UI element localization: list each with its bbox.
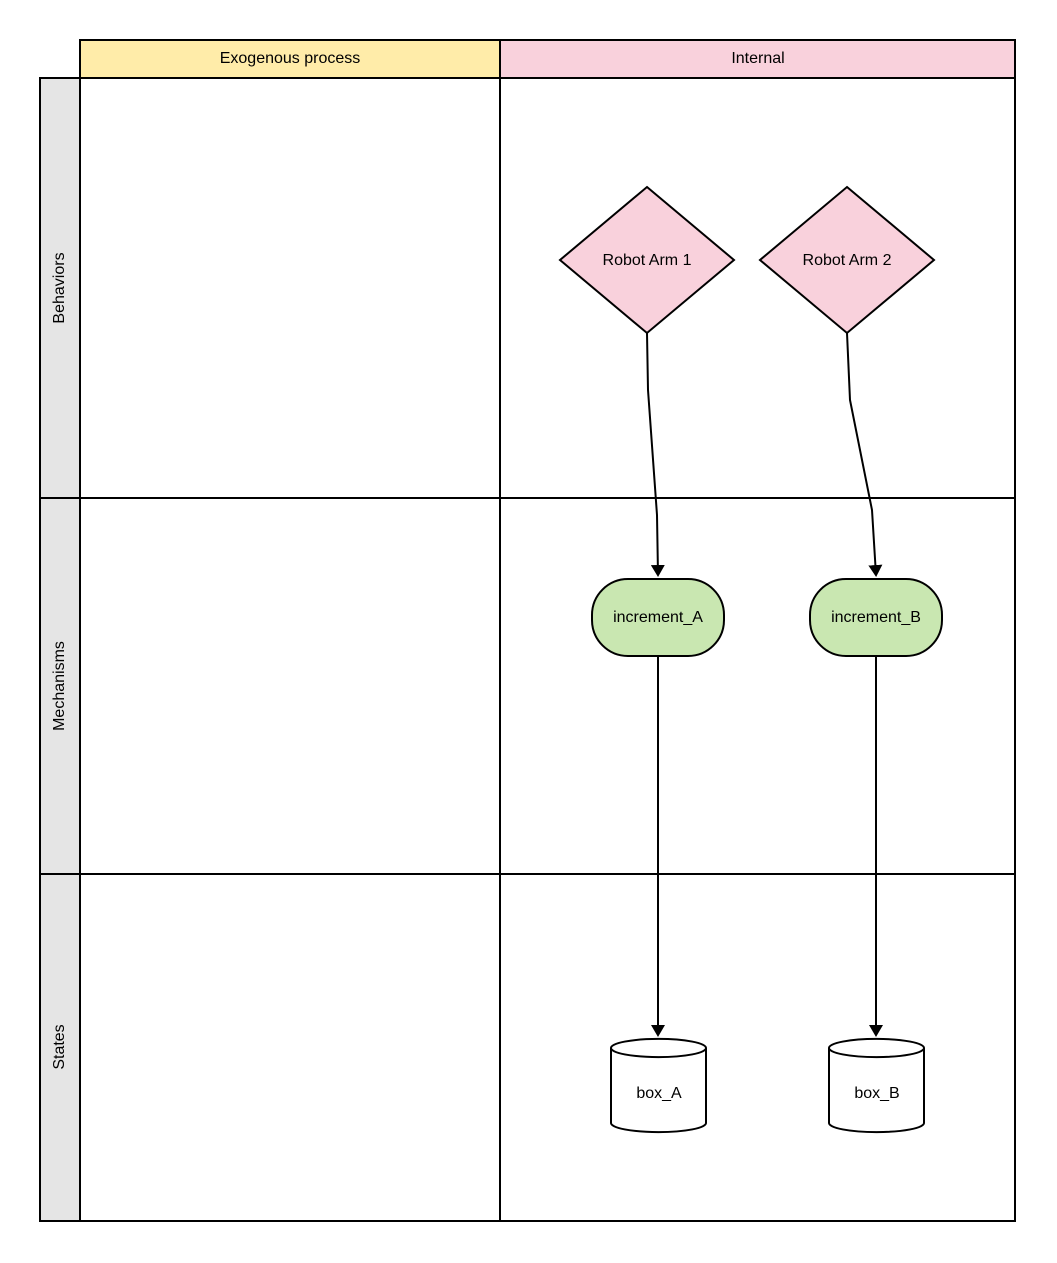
rounded-rect-shape	[809, 578, 943, 657]
cylinder-top-rim	[610, 1047, 707, 1059]
column-header-exogenous	[79, 39, 501, 79]
node-increment-b[interactable]: increment_B	[809, 578, 943, 657]
node-increment-a[interactable]: increment_A	[591, 578, 725, 657]
column-header-exogenous-label: Exogenous process	[220, 50, 361, 67]
row-header-mechanisms-label: Mechanisms	[51, 641, 68, 731]
lane-states-internal	[499, 873, 1016, 1222]
cylinder-shape	[828, 1037, 925, 1134]
edge-robot-arm-2-to-increment-b	[846, 332, 883, 577]
lane-behaviors-exogenous	[79, 77, 501, 499]
cylinder-top-rim	[828, 1047, 925, 1059]
cylinder-shape	[610, 1037, 707, 1134]
lane-states-exogenous	[79, 873, 501, 1222]
node-box-a-label: box_A	[636, 1085, 682, 1102]
lane-behaviors-internal	[499, 77, 1016, 499]
row-header-behaviors-label: Behaviors	[51, 252, 68, 323]
column-header-internal-label: Internal	[731, 50, 784, 67]
column-header-internal	[499, 39, 1016, 79]
node-box-b[interactable]: box_B	[828, 1037, 925, 1134]
rounded-rect-shape	[591, 578, 725, 657]
node-box-b-label: box_B	[854, 1085, 899, 1102]
node-box-a[interactable]: box_A	[610, 1037, 707, 1134]
lane-mechanisms-exogenous	[79, 497, 501, 875]
node-increment-a-label: increment_A	[613, 609, 703, 626]
node-robot-arm-2-label: Robot Arm 2	[803, 252, 892, 269]
edge-robot-arm-1-to-increment-a	[646, 332, 665, 577]
row-header-states	[39, 873, 81, 1222]
diamond-shape	[558, 185, 736, 335]
node-robot-arm-2[interactable]: Robot Arm 2	[758, 185, 936, 335]
lane-mechanisms-internal	[499, 497, 1016, 875]
diamond-shape	[758, 185, 936, 335]
node-robot-arm-1[interactable]: Robot Arm 1	[558, 185, 736, 335]
node-increment-b-label: increment_B	[831, 609, 921, 626]
node-robot-arm-1-label: Robot Arm 1	[603, 252, 692, 269]
row-header-states-label: States	[51, 1024, 68, 1069]
